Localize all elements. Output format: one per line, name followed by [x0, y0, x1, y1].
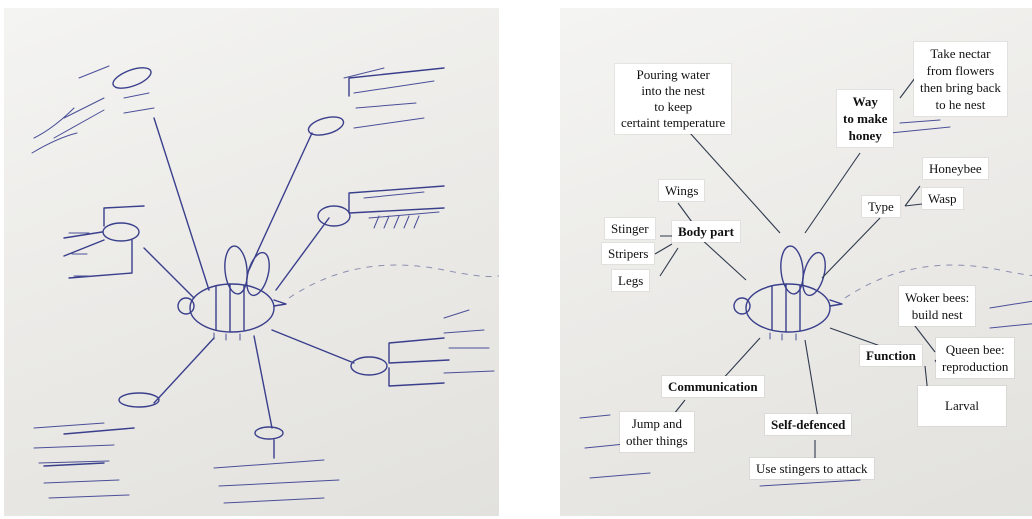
handwritten-mind-map-drawing	[31, 65, 499, 504]
label-communication: Communication	[662, 376, 764, 397]
label-honeybee: Honeybee	[923, 158, 988, 179]
label-wasp: Wasp	[922, 188, 963, 209]
label-use-stingers-to-attack: Use stingers to attack	[750, 458, 874, 479]
label-wings: Wings	[659, 180, 705, 201]
label-line: build nest	[911, 307, 963, 322]
handwritten-mind-map-photo	[4, 8, 499, 516]
label-line: other things	[626, 433, 688, 448]
label-line: to make	[843, 111, 888, 126]
label-jump-and-other-things: Jump and other things	[620, 412, 694, 452]
bee-sketch	[733, 245, 843, 341]
label-line: Jump and	[631, 416, 682, 431]
label-queen-bee: Queen bee: reproduction	[936, 338, 1015, 378]
label-line: into the nest	[641, 83, 705, 98]
label-line: to he nest	[935, 97, 986, 112]
label-line: Queen bee:	[945, 342, 1005, 357]
label-line: from flowers	[926, 63, 995, 78]
label-stinger: Stinger	[605, 218, 655, 239]
label-line: Take nectar	[930, 46, 991, 61]
label-woker-bees: Woker bees: build nest	[899, 286, 976, 326]
label-stripers: Stripers	[602, 243, 655, 264]
label-line: Pouring water	[636, 67, 710, 82]
label-legs: Legs	[612, 270, 650, 291]
label-function: Function	[860, 345, 922, 366]
label-take-nectar: Take nectar from flowers then bring back…	[914, 42, 1007, 116]
label-line: then bring back	[920, 80, 1001, 95]
label-line: reproduction	[942, 359, 1009, 374]
label-body-part: Body part	[672, 221, 740, 242]
label-line: honey	[848, 128, 882, 143]
label-line: to keep	[654, 99, 693, 114]
label-way-to-make-honey: Way to make honey	[837, 90, 894, 147]
label-line: certaint temperature	[621, 115, 726, 130]
label-type: Type	[862, 196, 900, 217]
label-line: Woker bees:	[905, 290, 970, 305]
label-pouring-water: Pouring water into the nest to keep cert…	[615, 64, 732, 134]
label-larval: Larval	[918, 386, 1006, 426]
label-self-defenced: Self-defenced	[765, 414, 852, 435]
annotated-mind-map-photo: Pouring water into the nest to keep cert…	[560, 8, 1032, 516]
label-line: Way	[852, 94, 878, 109]
bee-sketch	[177, 245, 287, 341]
